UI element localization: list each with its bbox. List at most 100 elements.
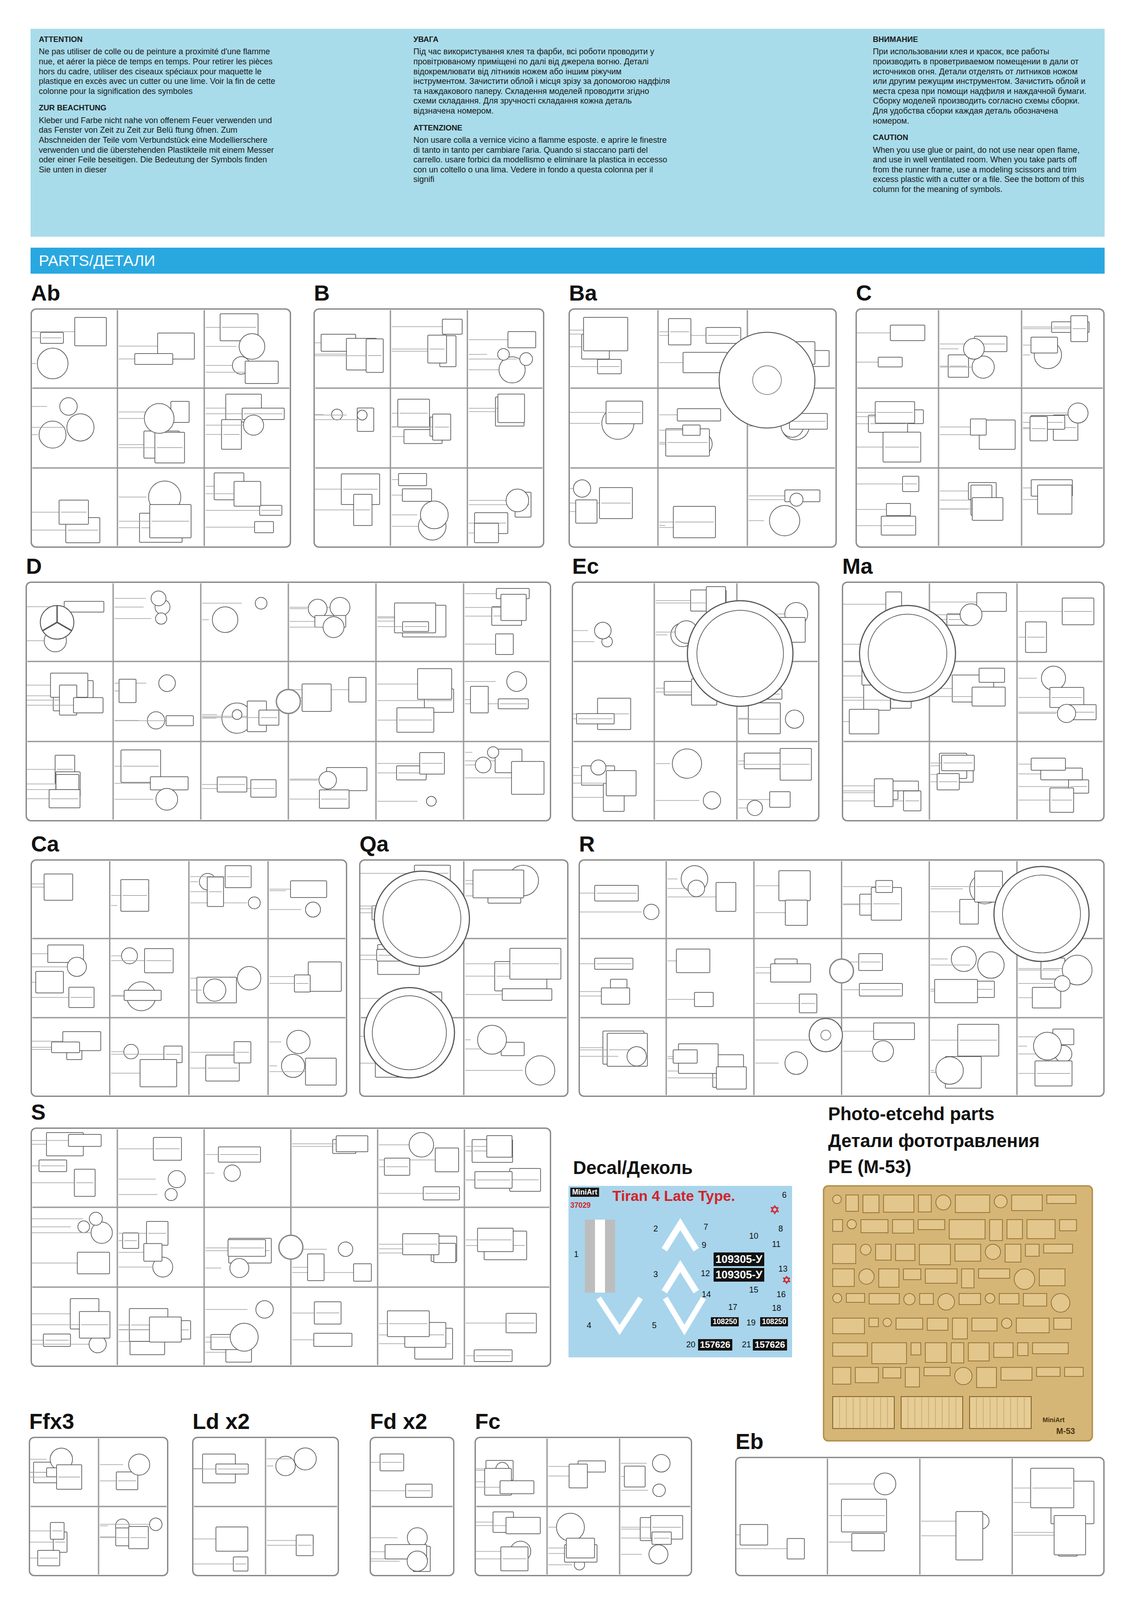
mesh-line (996, 1398, 998, 1429)
part-detail (511, 963, 559, 965)
runner (463, 1129, 465, 1366)
sprue-gate (190, 1068, 206, 1070)
part-detail (502, 1559, 527, 1560)
sprue-gate (468, 408, 498, 410)
part-outline (497, 348, 510, 361)
sprue-gate (31, 953, 48, 955)
part-detail (51, 798, 79, 800)
sprue-gate (843, 675, 862, 677)
part-detail (429, 349, 445, 350)
part-outline (1041, 666, 1066, 691)
part-outline (643, 904, 660, 921)
sprue-gate (391, 514, 418, 516)
callout-number: 3 (653, 1270, 658, 1280)
part-outline (703, 792, 721, 810)
part-outline (398, 473, 427, 486)
part-outline (338, 1242, 353, 1258)
part-detail (235, 1052, 250, 1054)
sprue-gate (118, 527, 140, 529)
sprue-gate (1018, 997, 1033, 999)
part-detail (40, 1166, 65, 1167)
part-outline (785, 900, 808, 926)
sprue-gate (475, 1481, 485, 1483)
callout-number: M-53 (1056, 1427, 1075, 1437)
callout-number: 6 (782, 1190, 787, 1201)
callout-number: 13 (778, 1264, 788, 1275)
sprue-gate (99, 1537, 116, 1539)
part-outline (314, 1302, 342, 1325)
part-detail (227, 876, 250, 878)
sprue-gate (939, 427, 971, 428)
text-column: УВАГАПід час використування клея та фарб… (413, 35, 674, 185)
part-detail (578, 718, 613, 720)
part-detail (122, 895, 147, 897)
sprue-drawing (31, 861, 346, 1096)
part-outline (35, 971, 64, 994)
runner (203, 1129, 205, 1366)
sprue-gate (468, 369, 499, 371)
part-detail (316, 1313, 340, 1314)
sprue-gate (464, 593, 497, 595)
callout-number: 5 (652, 1321, 657, 1331)
sprue-gate (1022, 428, 1031, 430)
part-outline (874, 778, 893, 807)
sprue-gate (205, 485, 215, 487)
etched-part (878, 1269, 899, 1288)
sprue-gate (843, 800, 904, 802)
sprue-gate (1018, 799, 1050, 801)
etched-part (971, 1318, 997, 1332)
part-outline (744, 753, 785, 769)
sprue-gate (464, 607, 501, 609)
runner (1021, 310, 1023, 547)
part-detail (146, 960, 172, 962)
part-detail (207, 1068, 238, 1069)
runner (193, 1506, 338, 1508)
sprue-gate (289, 798, 320, 800)
sprue-gate (26, 705, 74, 707)
part-outline (67, 957, 87, 977)
part-outline (348, 677, 366, 703)
runner (376, 1129, 379, 1366)
part-detail (938, 782, 958, 783)
part-outline (607, 1033, 648, 1067)
part-detail (870, 423, 906, 424)
part-outline (1034, 1061, 1072, 1087)
mesh-line (949, 1398, 950, 1429)
part-outline (1030, 1468, 1075, 1508)
etched-part (882, 1318, 892, 1328)
part-detail (1027, 637, 1045, 638)
sprue-gate (1018, 678, 1037, 679)
part-outline (144, 949, 174, 974)
sprue-gate (193, 1469, 216, 1471)
sprue-frame: Ma (841, 581, 1105, 822)
part-detail (949, 365, 967, 367)
sprue-gate (1018, 968, 1042, 970)
part-outline (605, 401, 643, 424)
runner (32, 938, 346, 940)
etched-part (954, 1367, 972, 1386)
part-outline (1030, 416, 1048, 441)
sprue-gate (569, 412, 606, 414)
part-detail (223, 434, 240, 435)
sprue-gate (360, 959, 378, 961)
sprue-gate (1018, 983, 1054, 985)
sprue-gate (269, 1042, 282, 1044)
sprue-gate (111, 960, 145, 962)
part-outline (37, 1550, 60, 1567)
sprue-gate (118, 447, 155, 449)
sprue-frame: Ec (571, 581, 820, 822)
part-outline (509, 948, 561, 980)
part-outline (203, 979, 226, 1002)
part-outline (970, 418, 987, 436)
part-outline (423, 1187, 460, 1201)
sprue-gate (655, 688, 665, 689)
part-detail (434, 427, 449, 428)
part-detail (81, 1325, 109, 1326)
part-detail (475, 1356, 511, 1357)
sprue-gate (205, 346, 237, 348)
part-detail (124, 1241, 137, 1242)
sprue-gate (292, 1143, 337, 1145)
sprue-gate (266, 1465, 274, 1467)
runner (928, 861, 930, 1096)
part-outline (68, 987, 94, 1008)
